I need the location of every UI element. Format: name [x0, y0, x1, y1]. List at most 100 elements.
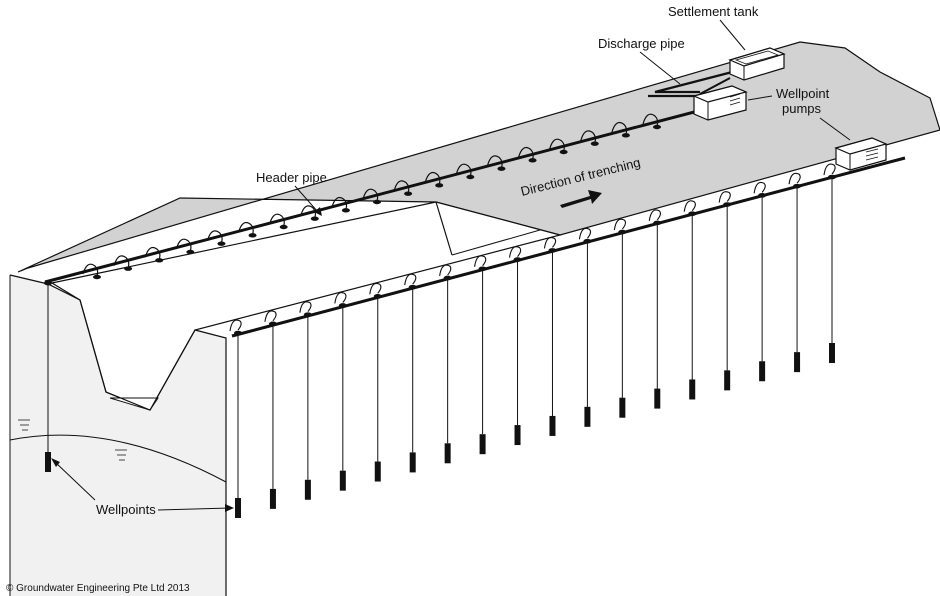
- back-riser-cap: [466, 174, 475, 180]
- back-riser-loop: [362, 188, 379, 202]
- wellpoint-tip: [339, 470, 346, 491]
- back-riser-loop: [175, 238, 192, 252]
- back-riser-loop: [486, 155, 503, 168]
- copyright-notice: © Groundwater Engineering Pte Ltd 2013: [6, 583, 190, 594]
- wellpoint-tip: [409, 452, 416, 473]
- back-riser-cap: [248, 233, 257, 238]
- wellpoint-tip: [829, 343, 835, 363]
- front-riser-loop: [648, 209, 661, 221]
- front-riser-loop: [229, 319, 242, 332]
- label-wellpoint-pumps-2: pumps: [782, 101, 822, 116]
- back-riser-loop: [206, 230, 223, 243]
- wellpoint-tip: [444, 443, 451, 464]
- back-riser-loop: [237, 221, 254, 235]
- front-riser-cap: [443, 275, 452, 281]
- front-riser-loop: [718, 191, 731, 203]
- ground-section-face: [10, 275, 226, 596]
- back-riser-loop: [113, 255, 130, 268]
- back-riser-cap: [404, 191, 413, 196]
- wellpoint-tip: [759, 361, 766, 382]
- wellpoint-tip: [235, 498, 241, 518]
- discharge-pipe: [648, 68, 741, 98]
- back-riser-loop: [642, 113, 659, 127]
- back-riser-loop: [611, 121, 628, 135]
- front-riser-cap: [723, 202, 732, 207]
- front-riser-cap: [373, 293, 382, 299]
- wellpoint-tip: [514, 425, 521, 446]
- back-riser-cap: [373, 199, 381, 205]
- left-wellpoint-cap: [44, 280, 52, 286]
- back-riser-loop: [300, 205, 317, 218]
- wellpoint-tip: [584, 406, 591, 427]
- trench-far-edge-2: [451, 229, 541, 256]
- front-riser-loop: [613, 218, 627, 231]
- back-riser-cap: [559, 149, 568, 155]
- water-table-mark-left: [18, 419, 30, 431]
- back-riser-cap: [124, 266, 133, 271]
- back-riser-loop: [580, 130, 597, 143]
- front-riser-loop: [439, 264, 452, 277]
- wellpoint-tip: [724, 370, 731, 391]
- direction-arrow-icon: [560, 190, 602, 208]
- front-riser-loop: [334, 292, 347, 304]
- leader-header-pipe-arrow: [314, 207, 322, 216]
- trench-far-edge: [435, 201, 453, 256]
- front-riser-cap: [793, 183, 802, 189]
- front-riser-cap: [548, 248, 557, 253]
- back-riser-group: [82, 113, 661, 280]
- front-riser-loop: [474, 255, 487, 267]
- leader-settlement-tank: [719, 19, 746, 51]
- wellpoint-tip: [374, 461, 381, 482]
- label-wellpoint-pumps-1: Wellpoint: [776, 86, 830, 101]
- label-settlement-tank: Settlement tank: [668, 4, 759, 19]
- front-riser-loop: [578, 227, 592, 240]
- wellpoint-tip: [654, 388, 661, 409]
- front-riser-loop: [264, 310, 277, 322]
- water-table-curve: [9, 434, 227, 483]
- front-riser-cap: [303, 312, 312, 317]
- water-table-mark-right: [115, 449, 127, 461]
- leader-wellpoints-left: [54, 461, 96, 501]
- back-riser-cap: [186, 249, 195, 255]
- label-discharge-pipe: Discharge pipe: [598, 36, 685, 51]
- header-pipe-back: [44, 98, 741, 284]
- back-riser-loop: [424, 171, 441, 185]
- front-riser-cap: [758, 193, 767, 198]
- back-riser-cap: [93, 274, 101, 280]
- front-riser-cap: [513, 257, 522, 262]
- wellpoint-tip: [479, 434, 486, 455]
- front-riser-cap: [618, 229, 627, 235]
- front-riser-loop: [753, 181, 766, 194]
- leader-wellpoints-right-arrow: [225, 504, 234, 512]
- front-riser-cap: [583, 238, 592, 244]
- leader-pump-upper: [747, 95, 773, 101]
- front-riser-loop: [404, 273, 417, 286]
- settlement-tank: [728, 47, 786, 81]
- back-riser-loop: [549, 138, 565, 152]
- left-wellpoint-tip: [45, 452, 51, 472]
- front-riser-cap: [478, 266, 487, 272]
- wellpoint-tip: [269, 488, 276, 509]
- section-outline: [9, 274, 227, 596]
- leader-discharge-pipe: [639, 51, 681, 85]
- back-riser-cap: [155, 258, 164, 263]
- front-riser-cap: [408, 284, 417, 290]
- front-riser-loop: [788, 172, 801, 185]
- front-riser-cap: [268, 321, 277, 327]
- discharge-pipe-to-tank: [699, 77, 731, 95]
- leader-wellpoints-right: [157, 507, 231, 511]
- front-riser-cap: [338, 303, 347, 308]
- back-riser-loop: [455, 163, 472, 177]
- leader-pump-lower: [819, 117, 851, 141]
- front-riser-loop: [299, 301, 312, 313]
- back-riser-cap: [310, 216, 319, 221]
- leader-header-pipe: [294, 185, 319, 213]
- wellpoint-tip: [619, 397, 626, 418]
- front-riser-cap: [653, 220, 662, 226]
- back-riser-loop: [393, 180, 410, 193]
- back-riser-cap: [435, 183, 444, 188]
- back-riser-loop: [331, 196, 348, 210]
- back-riser-cap: [341, 208, 350, 213]
- back-riser-cap: [279, 224, 288, 230]
